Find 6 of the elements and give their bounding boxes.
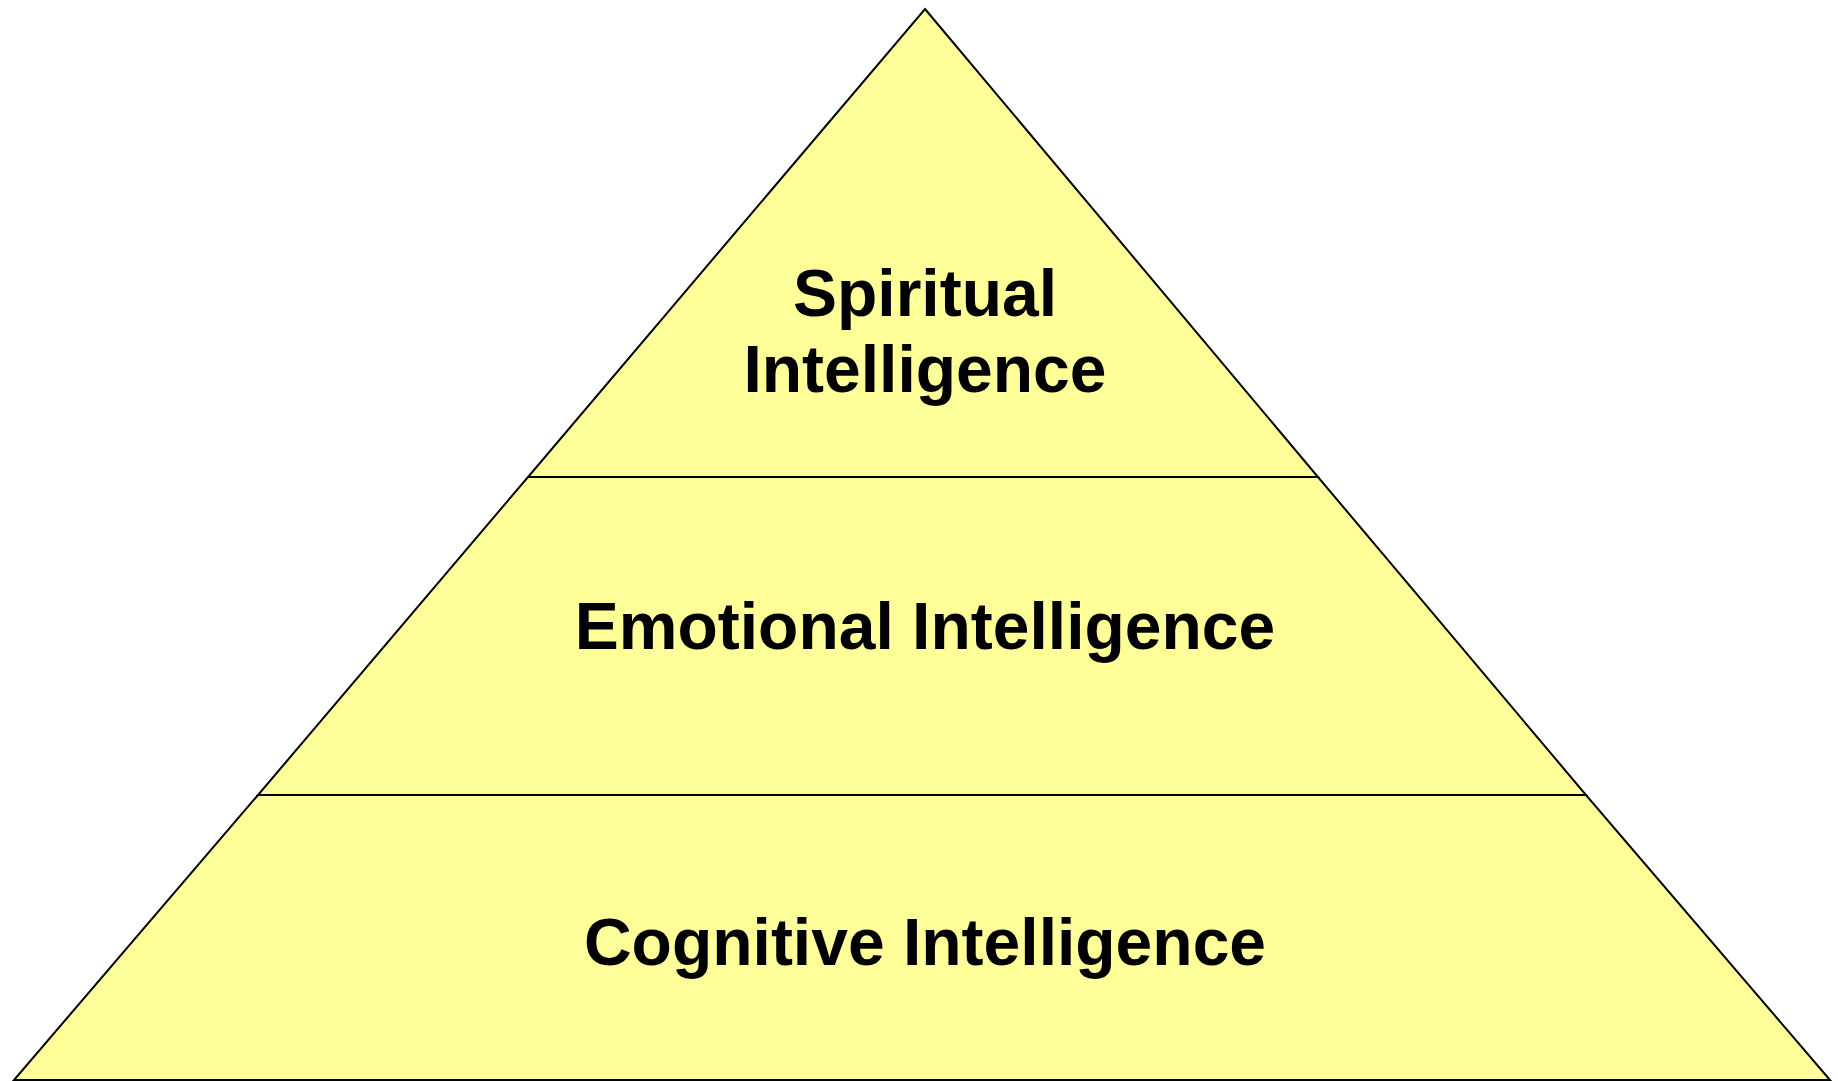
pyramid-tier bbox=[14, 795, 1830, 1080]
pyramid-tier bbox=[528, 9, 1318, 477]
tier-label: Cognitive Intelligence bbox=[583, 905, 1267, 981]
pyramid-tier bbox=[258, 477, 1586, 795]
tier-label: Emotional Intelligence bbox=[574, 589, 1276, 665]
tier-label: Spiritual Intelligence bbox=[742, 256, 1108, 408]
